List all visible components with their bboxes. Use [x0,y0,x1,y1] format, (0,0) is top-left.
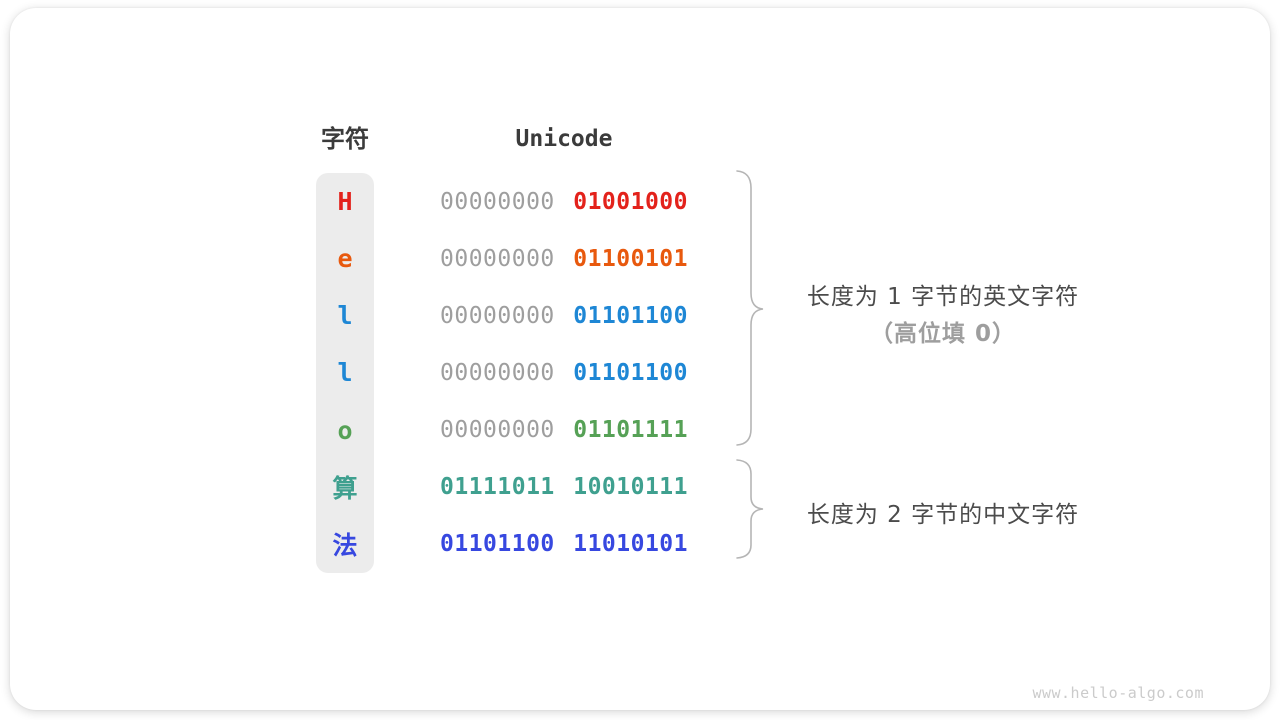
high-byte: 00000000 [440,245,555,272]
unicode-bytes-row: 01101100 11010101 [440,516,688,573]
column-header-character: 字符 [321,125,369,153]
char-cell: l [337,358,353,388]
annotation-english-line2: （高位填 0） [869,321,1016,347]
char-cell: l [337,301,353,331]
brace-chinese-group [736,459,764,559]
high-byte: 00000000 [440,417,555,444]
char-cell: o [337,415,353,445]
low-byte: 01100101 [573,245,688,272]
unicode-bytes-row: 00000000 01101100 [440,344,688,401]
high-byte: 01111011 [440,474,555,501]
unicode-column: 00000000 01001000 00000000 01100101 0000… [440,173,688,573]
char-cell: 算 [332,474,358,504]
unicode-bytes-row: 00000000 01101111 [440,402,688,459]
unicode-bytes-row: 00000000 01100101 [440,230,688,287]
low-byte: 01101111 [573,417,688,444]
figure-card: 字符 Unicode H e l l o 算 法 00000000 010010… [10,8,1270,710]
low-byte: 01101100 [573,302,688,329]
high-byte: 01101100 [440,531,555,558]
char-cell: H [337,187,353,217]
column-header-unicode: Unicode [515,126,613,152]
low-byte: 11010101 [573,531,688,558]
char-cell: 法 [332,531,358,561]
high-byte: 00000000 [440,302,555,329]
unicode-bytes-row: 00000000 01101100 [440,287,688,344]
annotation-english-line1: 长度为 1 字节的英文字符 [806,284,1080,310]
annotation-chinese-line1: 长度为 2 字节的中文字符 [806,502,1080,528]
low-byte: 01101100 [573,359,688,386]
watermark-url: www.hello-algo.com [1032,684,1204,702]
high-byte: 00000000 [440,359,555,386]
high-byte: 00000000 [440,188,555,215]
brace-english-group [736,170,764,446]
unicode-bytes-row: 00000000 01001000 [440,173,688,230]
unicode-bytes-row: 01111011 10010111 [440,459,688,516]
low-byte: 10010111 [573,474,688,501]
low-byte: 01001000 [573,188,688,215]
char-cell: e [337,244,353,274]
character-column: H e l l o 算 法 [316,173,374,573]
